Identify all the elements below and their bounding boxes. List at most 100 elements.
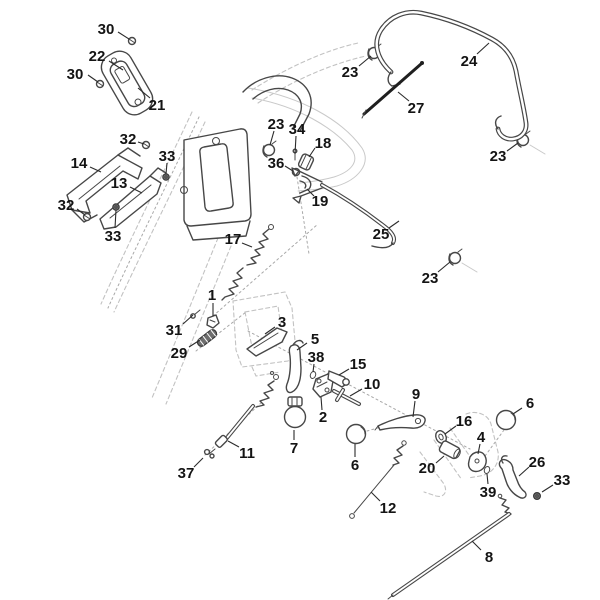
callout-leader-16-32 bbox=[444, 425, 457, 435]
callout-leader-29-24 bbox=[188, 339, 201, 348]
part-1-clip bbox=[206, 314, 220, 329]
part-5-lever bbox=[285, 339, 304, 394]
part-29-spring bbox=[196, 329, 218, 347]
callout-leader-14-6 bbox=[89, 166, 102, 173]
part-6-ball-right bbox=[495, 409, 517, 431]
part-4-pivot bbox=[467, 451, 487, 473]
part-26-lever bbox=[498, 455, 527, 499]
callout-label-27-17: 27 bbox=[408, 100, 425, 117]
callout-leader-33-9 bbox=[114, 209, 117, 229]
callout-leader-13-7 bbox=[129, 186, 143, 194]
part-30-screw-top bbox=[127, 36, 137, 46]
callout-label-17-21: 17 bbox=[225, 231, 242, 248]
part-37-fastener bbox=[203, 448, 216, 459]
callout-label-13-7: 13 bbox=[111, 175, 128, 192]
callout-leader-31-23 bbox=[182, 314, 194, 325]
callout-leader-2-29 bbox=[320, 396, 323, 411]
callout-leader-21-3 bbox=[137, 87, 151, 99]
callout-label-23-10: 23 bbox=[268, 116, 285, 133]
callout-leader-30-0 bbox=[117, 31, 130, 40]
callout-leader-37-42 bbox=[193, 457, 204, 468]
part-9-lever bbox=[374, 414, 426, 431]
callout-label-3-25: 3 bbox=[278, 314, 286, 331]
callout-leader-15-28 bbox=[338, 368, 350, 376]
callout-label-9-31: 9 bbox=[412, 386, 420, 403]
callout-label-18-12: 18 bbox=[315, 135, 332, 152]
callout-label-31-23: 31 bbox=[166, 322, 183, 339]
callout-leader-9-31 bbox=[412, 400, 416, 418]
callout-leader-12-40 bbox=[370, 491, 381, 502]
callout-label-38-27: 38 bbox=[308, 349, 325, 366]
callout-label-2-29: 2 bbox=[319, 409, 327, 426]
callout-label-7-43: 7 bbox=[290, 440, 298, 457]
callout-label-19-14: 19 bbox=[312, 193, 329, 210]
part-22-bracket-plate bbox=[100, 50, 154, 116]
callout-label-15-28: 15 bbox=[350, 356, 367, 373]
part-20-bushing bbox=[438, 440, 461, 460]
callout-leader-10-30 bbox=[349, 388, 363, 397]
callout-leader-38-27 bbox=[312, 363, 315, 373]
callout-label-12-40: 12 bbox=[380, 500, 397, 517]
callout-label-4-35: 4 bbox=[477, 429, 486, 446]
part-3-lever bbox=[246, 327, 288, 357]
callout-leader-33-39 bbox=[541, 484, 554, 493]
part-32-screw-top bbox=[141, 140, 151, 150]
part-11-cable bbox=[214, 371, 279, 448]
callout-label-34-11: 34 bbox=[289, 121, 306, 138]
callout-leader-24-16 bbox=[476, 42, 490, 55]
callout-leader-32-4 bbox=[137, 141, 145, 145]
callout-leader-5-26 bbox=[296, 342, 308, 351]
part-31-screw bbox=[190, 309, 201, 319]
part-25-lower-bar bbox=[291, 167, 396, 249]
callout-label-25-19: 25 bbox=[373, 226, 390, 243]
callout-leader-19-14 bbox=[306, 188, 315, 197]
part-19-pin bbox=[299, 175, 312, 194]
callout-leader-23-18 bbox=[506, 142, 519, 152]
callout-label-22-1: 22 bbox=[89, 48, 106, 65]
callout-label-24-16: 24 bbox=[461, 53, 478, 70]
part-23-clip-console bbox=[262, 140, 277, 158]
part-6-ball-left bbox=[345, 423, 367, 445]
callout-leader-39-37 bbox=[486, 473, 489, 485]
callout-leader-27-17 bbox=[397, 91, 410, 102]
callout-label-6-33: 6 bbox=[351, 457, 359, 474]
callout-label-14-6: 14 bbox=[71, 155, 88, 172]
callout-label-29-24: 29 bbox=[171, 345, 188, 362]
part-14-lower-bracket bbox=[66, 147, 143, 223]
callout-label-10-30: 10 bbox=[364, 376, 381, 393]
callout-leader-25-19 bbox=[388, 220, 400, 229]
callout-label-30-0: 30 bbox=[98, 21, 115, 38]
part-17-spring bbox=[221, 224, 274, 301]
callout-leader-32-8 bbox=[76, 208, 86, 216]
callout-label-11-44: 11 bbox=[239, 445, 255, 462]
callout-leader-23-20 bbox=[437, 261, 451, 273]
part-33-nut-right bbox=[532, 492, 541, 501]
callout-label-16-32: 16 bbox=[456, 413, 473, 430]
callout-label-5-26: 5 bbox=[311, 331, 319, 348]
callout-leader-33-5 bbox=[165, 162, 168, 175]
part-33-nut-lower bbox=[112, 203, 120, 211]
callout-leader-20-34 bbox=[435, 455, 445, 464]
callout-leader-26-38 bbox=[518, 466, 530, 477]
callout-leader-23-15 bbox=[358, 55, 372, 67]
callout-leader-23-10 bbox=[269, 130, 275, 146]
part-7-knob bbox=[283, 396, 307, 429]
callout-label-32-4: 32 bbox=[120, 131, 137, 148]
callout-leader-36-13 bbox=[284, 165, 294, 172]
callout-leader-30-2 bbox=[87, 74, 99, 83]
part-10-pin bbox=[332, 388, 361, 406]
callout-label-6-36: 6 bbox=[526, 395, 534, 412]
part-33-nut-upper bbox=[162, 173, 170, 181]
callout-leader-22-1 bbox=[108, 60, 124, 71]
callout-label-39-37: 39 bbox=[480, 484, 497, 501]
part-32-screw-bottom bbox=[82, 212, 92, 222]
callout-label-23-20: 23 bbox=[422, 270, 439, 287]
callout-leader-4-35 bbox=[477, 443, 481, 455]
callout-label-20-34: 20 bbox=[419, 460, 436, 477]
part-38-ring bbox=[309, 371, 317, 379]
part-12-cable bbox=[349, 440, 407, 519]
part-23-clip-lower bbox=[448, 248, 463, 266]
callout-label-36-13: 36 bbox=[268, 155, 285, 172]
